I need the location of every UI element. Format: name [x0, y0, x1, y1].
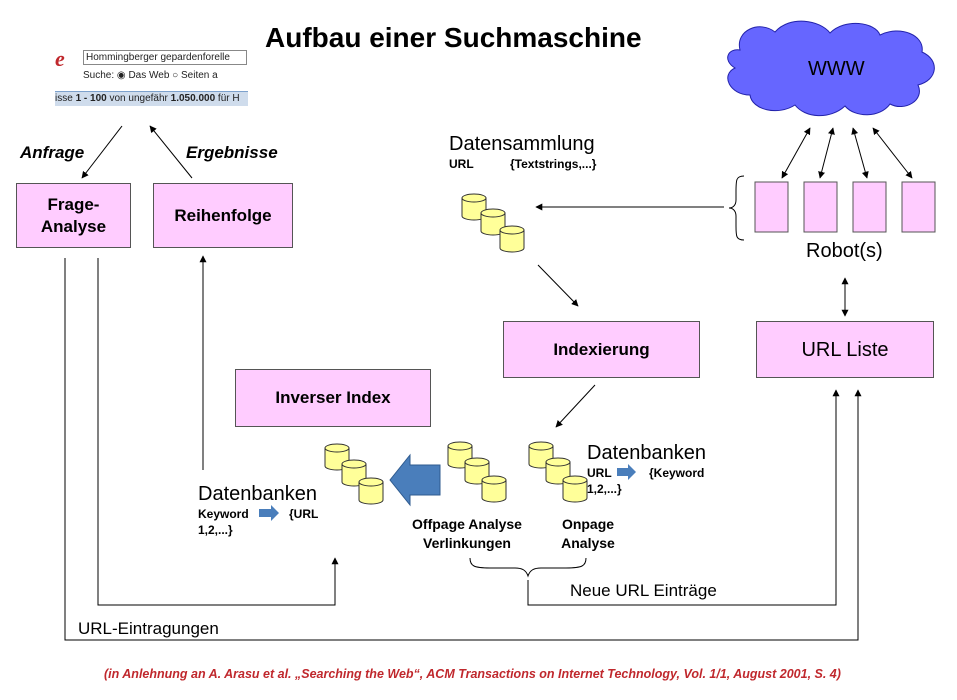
search-logo: e: [55, 46, 65, 71]
label-url-eintragungen: URL-Eintragungen: [78, 619, 219, 638]
results-mid: von ungefähr: [106, 93, 171, 104]
cylinder-offpage-3: [481, 475, 507, 503]
label-ds-url: URL: [449, 157, 474, 171]
arrow-www-robot-2: [818, 127, 835, 179]
www-cloud: [727, 20, 935, 117]
robot-brace: [728, 175, 745, 241]
citation: (in Anlehnung an A. Arasu et al. „Search…: [104, 667, 841, 681]
arrow-ds-indexierung: [537, 264, 579, 307]
small-arrow-left-db: [259, 505, 279, 521]
arrow-www-robot-3: [851, 127, 869, 179]
label-db-left-nums: 1,2,...}: [198, 523, 233, 537]
label-neue-url: Neue URL Einträge: [570, 581, 717, 600]
label-db-right-title: Datenbanken: [587, 442, 706, 464]
database-cylinders: [324, 193, 588, 505]
label-db-left-title: Datenbanken: [198, 483, 317, 505]
radio-pages-icon[interactable]: ○: [172, 70, 179, 81]
connector-neue-url: [527, 389, 840, 606]
results-range: 1 - 100: [75, 93, 107, 104]
box-frage-line1: Frage-: [47, 194, 100, 214]
analysis-brace: [469, 557, 587, 578]
option-web-label: Das Web: [128, 70, 170, 81]
connector-frage-db: [97, 258, 339, 606]
connector-url-eintragungen: [64, 258, 862, 641]
robot-box-1: [754, 181, 789, 233]
radio-web-icon[interactable]: ◉: [116, 70, 126, 81]
arrow-www-robot-4: [872, 127, 913, 179]
label-db-right-keyword: {Keyword: [649, 466, 705, 480]
small-arrow-right-db: [617, 464, 636, 480]
cylinder-datensammlung-2: [480, 208, 506, 236]
box-frage-analyse: Frage-Analyse: [16, 183, 131, 248]
box-frage-line2: Analyse: [40, 216, 107, 236]
arrow-ergebnisse: [149, 125, 193, 179]
label-db-right-url: URL: [587, 466, 612, 480]
results-prefix: isse: [55, 93, 76, 104]
search-query-input[interactable]: Hommingberger gepardenforelle: [83, 50, 247, 65]
results-suffix: für H: [215, 93, 240, 104]
robot-box-2: [803, 181, 838, 233]
label-offpage-line2: Verlinkungen: [423, 535, 511, 551]
label-onpage-line1: Onpage: [561, 516, 615, 532]
box-indexierung: Indexierung: [503, 321, 700, 378]
label-robots: Robot(s): [806, 240, 883, 262]
label-ergebnisse: Ergebnisse: [186, 143, 278, 162]
search-options-row: Suche: ◉ Das Web ○ Seiten a: [83, 70, 218, 81]
robot-box-4: [901, 181, 936, 233]
label-datensammlung: Datensammlung: [449, 133, 595, 155]
cylinder-inverser-index-3: [358, 477, 384, 505]
label-onpage-line2: Analyse: [561, 535, 615, 551]
big-blue-arrow: [389, 453, 441, 507]
box-reihenfolge: Reihenfolge: [153, 183, 293, 248]
search-widget: e Hommingberger gepardenforelle Suche: ◉…: [55, 44, 248, 106]
box-url-liste: URL Liste: [756, 321, 934, 378]
cylinder-onpage-3: [562, 475, 588, 503]
cylinder-datensammlung-3: [499, 225, 525, 253]
label-anfrage: Anfrage: [20, 143, 85, 162]
option-pages-label: Seiten a: [181, 70, 218, 81]
robot-box-3: [852, 181, 887, 233]
box-inverser-index: Inverser Index: [235, 369, 431, 427]
label-db-left-url: {URL: [289, 507, 319, 521]
cylinder-datensammlung-1: [461, 193, 487, 221]
label-ds-textstrings: {Textstrings,...}: [510, 157, 597, 171]
label-db-right-nums: 1,2,...}: [587, 482, 622, 496]
page-title: Aufbau einer Suchmaschine: [265, 22, 642, 53]
arrow-anfrage: [81, 125, 123, 179]
label-db-left-keyword: Keyword: [198, 507, 249, 521]
arrow-indexierung-db: [555, 384, 596, 428]
results-bar: isse 1 - 100 von ungefähr 1.050.000 für …: [55, 91, 248, 106]
arrow-www-robot-1: [781, 127, 811, 179]
search-label: Suche:: [83, 70, 115, 81]
label-www: WWW: [808, 58, 865, 80]
results-count: 1.050.000: [170, 93, 216, 104]
label-offpage-line1: Offpage Analyse: [412, 516, 522, 532]
